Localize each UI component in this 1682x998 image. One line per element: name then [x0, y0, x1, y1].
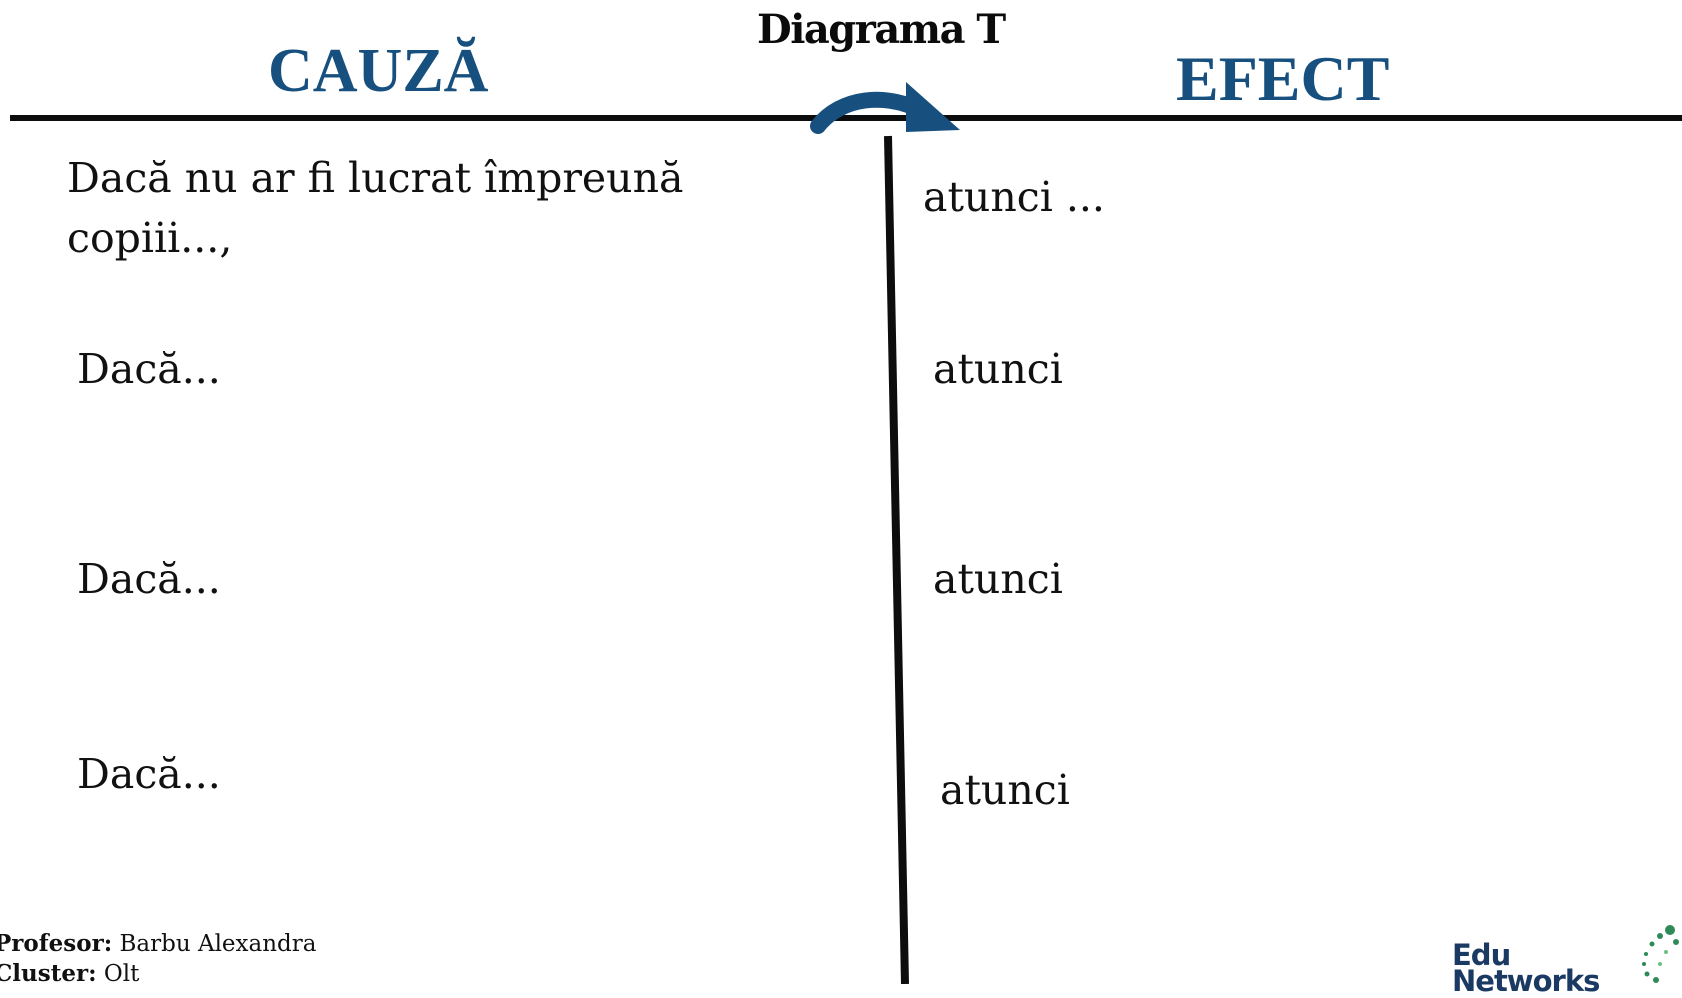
cluster-line: Cluster: Olt — [0, 959, 316, 989]
logo-line-2: Networks — [1452, 964, 1600, 998]
effect-row-4: atunci — [940, 766, 1070, 814]
diagram-title: Diagrama T — [757, 6, 1006, 53]
cluster-name: Olt — [103, 961, 140, 987]
teacher-name: Barbu Alexandra — [119, 931, 317, 957]
dots-circle-icon — [1642, 925, 1679, 983]
cause-row-4: Dacă... — [77, 750, 221, 798]
cluster-label: Cluster: — [0, 960, 97, 987]
cause-heading: CAUZĂ — [268, 37, 489, 105]
horizontal-divider — [10, 115, 1682, 121]
effect-row-2: atunci — [933, 345, 1063, 393]
cause-row-2: Dacă... — [77, 345, 221, 393]
cause-row-1: Dacă nu ar fi lucrat împreună copiii..., — [67, 154, 684, 262]
effect-row-1: atunci ... — [923, 173, 1105, 221]
curved-arrow-icon — [810, 82, 960, 134]
footer-credits: Profesor: Barbu Alexandra Cluster: Olt — [0, 929, 316, 989]
effect-heading: EFECT — [1176, 43, 1390, 114]
logo-line-1: Edu — [1452, 938, 1511, 972]
cause-row-3: Dacă... — [77, 555, 221, 603]
teacher-line: Profesor: Barbu Alexandra — [0, 929, 316, 959]
teacher-label: Profesor: — [0, 930, 113, 957]
effect-row-3: atunci — [933, 555, 1063, 603]
edu-networks-logo: Edu Networks — [1452, 938, 1600, 998]
